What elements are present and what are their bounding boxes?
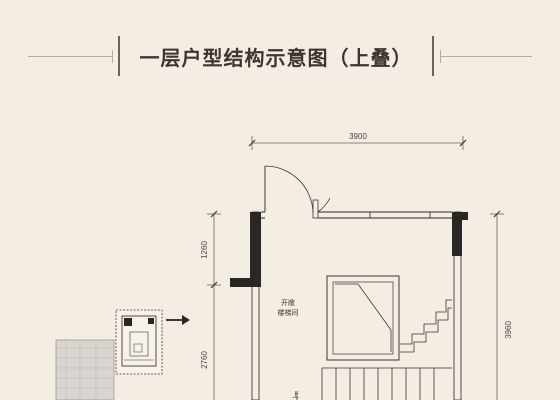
title-rule-left [28, 56, 112, 57]
dimension-right-height: 3960 [504, 321, 513, 339]
title-band: 一层户型结构示意图（上叠） [0, 36, 560, 78]
page-title: 一层户型结构示意图（上叠） [139, 45, 413, 70]
walls [230, 211, 468, 400]
wall-left-notch [230, 278, 261, 287]
room-label-stairwell: 楼梯间 [278, 308, 299, 317]
dimension-left-lower: 2760 [200, 351, 209, 369]
stairs: 上 [292, 299, 452, 400]
key-plan [55, 309, 190, 400]
wall-right-cap [452, 212, 468, 220]
dimension-top-width: 3900 [349, 132, 367, 141]
title-frame: 一层户型结构示意图（上叠） [118, 36, 434, 76]
room-label-open: 开敞 [281, 298, 295, 307]
stairwell-opening [326, 275, 400, 361]
entry-door [264, 165, 331, 219]
wall-left-upper [250, 212, 261, 286]
dimension-left-upper: 1260 [200, 241, 209, 259]
title-rule-right [440, 56, 532, 57]
wall-right-pillar [452, 212, 462, 256]
top-dimension: 3900 [248, 132, 467, 150]
stair-up-label: 上 [292, 390, 299, 399]
title-rule-tick-left [112, 50, 113, 63]
left-dimension: 1260 2760 [200, 210, 221, 400]
arrow-right-icon [166, 315, 190, 325]
key-plan-highlight [115, 309, 163, 375]
right-dimension: 3960 [490, 210, 513, 400]
